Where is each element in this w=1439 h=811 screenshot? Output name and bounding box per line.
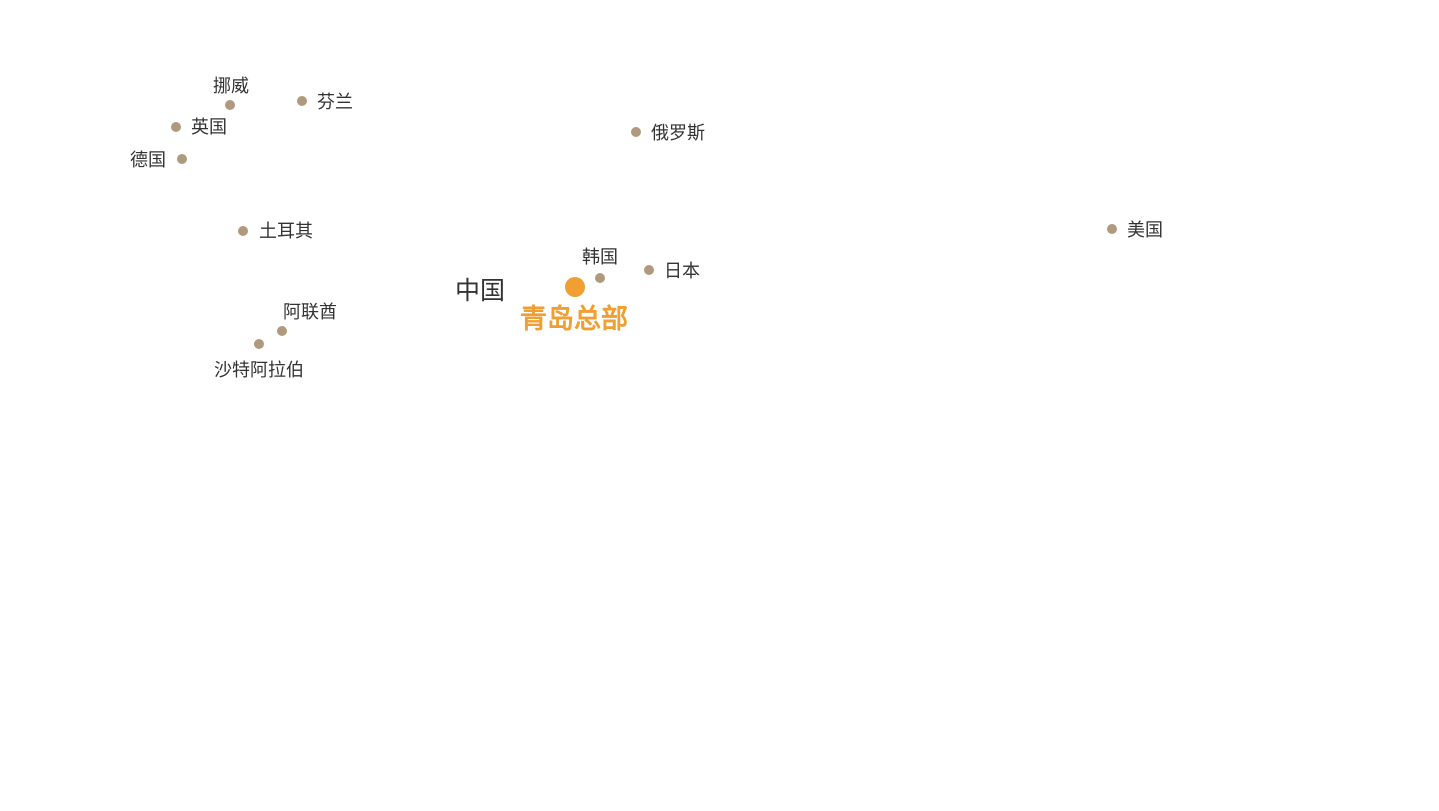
label-qingdao-hq: 青岛总部 bbox=[520, 304, 628, 335]
label-china: 中国 bbox=[455, 276, 506, 305]
marker-turkey[interactable] bbox=[238, 226, 248, 236]
label-uk: 英国 bbox=[191, 117, 227, 138]
label-turkey: 土耳其 bbox=[259, 221, 313, 242]
marker-germany[interactable] bbox=[177, 154, 187, 164]
marker-saudi[interactable] bbox=[254, 339, 264, 349]
marker-finland[interactable] bbox=[297, 96, 307, 106]
marker-korea[interactable] bbox=[595, 273, 605, 283]
label-norway: 挪威 bbox=[213, 76, 249, 97]
label-finland: 芬兰 bbox=[317, 92, 353, 113]
label-saudi: 沙特阿拉伯 bbox=[214, 360, 304, 381]
label-usa: 美国 bbox=[1127, 220, 1163, 241]
marker-usa[interactable] bbox=[1107, 224, 1117, 234]
label-uae: 阿联酋 bbox=[283, 302, 337, 323]
marker-uk[interactable] bbox=[171, 122, 181, 132]
marker-russia[interactable] bbox=[631, 127, 641, 137]
label-japan: 日本 bbox=[664, 261, 700, 282]
marker-qingdao-hq[interactable] bbox=[565, 277, 585, 297]
label-germany: 德国 bbox=[130, 150, 166, 171]
label-korea: 韩国 bbox=[582, 247, 618, 268]
marker-norway[interactable] bbox=[225, 100, 235, 110]
marker-japan[interactable] bbox=[644, 265, 654, 275]
label-russia: 俄罗斯 bbox=[651, 123, 705, 144]
marker-uae[interactable] bbox=[277, 326, 287, 336]
